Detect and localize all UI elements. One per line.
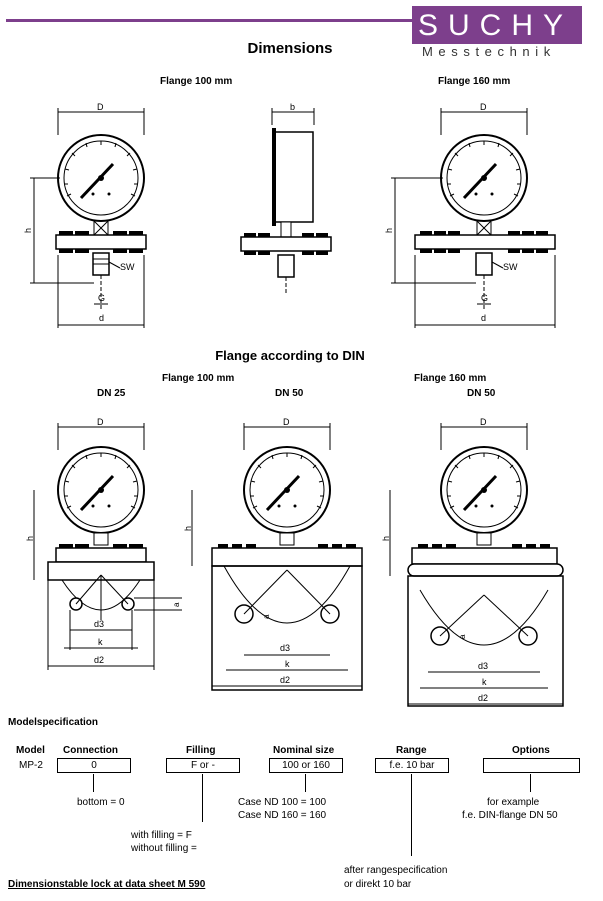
- svg-text:G: G: [481, 293, 488, 303]
- modelspec-title: Modelspecification: [8, 717, 99, 728]
- header-filling: Filling: [186, 745, 216, 756]
- note-nominal-1: Case ND 100 = 100: [238, 797, 327, 808]
- connector-nominal: [305, 774, 306, 792]
- header-nominal-size: Nominal size: [273, 745, 335, 756]
- svg-text:k: k: [285, 659, 290, 669]
- caption-flange-160: Flange 160 mm: [438, 76, 511, 87]
- svg-text:k: k: [98, 637, 103, 647]
- svg-text:a: a: [458, 634, 467, 639]
- svg-text:D: D: [97, 417, 104, 427]
- nominal-size-field[interactable]: 100 or 160: [269, 758, 343, 773]
- svg-text:h: h: [183, 526, 193, 531]
- range-field[interactable]: f.e. 10 bar: [375, 758, 449, 773]
- model-value: MP-2: [19, 760, 43, 771]
- options-field[interactable]: [483, 758, 580, 773]
- note-options-2: f.e. DIN-flange DN 50: [462, 810, 558, 821]
- header-model: Model: [16, 745, 45, 756]
- flange-technical-drawings: D d G SW h b D: [23, 102, 556, 328]
- note-filling-2: without filling =: [131, 843, 197, 854]
- note-options-1: for example: [487, 797, 540, 808]
- note-nominal-2: Case ND 160 = 160: [238, 810, 327, 821]
- svg-text:D: D: [283, 417, 290, 427]
- svg-text:a: a: [262, 614, 271, 619]
- header-rule: [6, 19, 412, 22]
- drawing-flange-160-front: D d G SW h: [384, 102, 556, 328]
- svg-text:SW: SW: [503, 262, 518, 272]
- svg-text:a: a: [172, 602, 181, 607]
- note-connection: bottom = 0: [77, 797, 125, 808]
- header-range: Range: [396, 745, 427, 756]
- filling-field[interactable]: F or -: [166, 758, 240, 773]
- svg-text:d3: d3: [94, 619, 104, 629]
- caption-dn50-b: DN 50: [467, 388, 496, 399]
- caption-dn25: DN 25: [97, 388, 126, 399]
- svg-text:D: D: [480, 102, 487, 112]
- logo-text: SUCHY: [418, 9, 574, 42]
- drawing-dn25: D d3 k d2 a h: [25, 417, 182, 670]
- page-title: Dimensions: [247, 40, 333, 57]
- svg-text:h: h: [25, 536, 35, 541]
- drawing-flange-side: b: [240, 102, 332, 295]
- drawing-flange-100-front: D d G SW h: [23, 102, 147, 328]
- svg-text:b: b: [290, 102, 295, 112]
- logo-subtext: Messtechnik: [422, 44, 556, 59]
- caption-dn50-a: DN 50: [275, 388, 304, 399]
- svg-text:h: h: [23, 228, 33, 233]
- dim-D-left: D: [97, 102, 104, 112]
- drawing-dn50-b: D a d3 k d2 h: [381, 417, 564, 707]
- svg-text:k: k: [482, 677, 487, 687]
- drawing-dn50-a: D a d3 k d2 h: [183, 417, 363, 691]
- connector-options: [530, 774, 531, 792]
- caption-din-flange-160: Flange 160 mm: [414, 373, 487, 384]
- company-logo: SUCHY Messtechnik: [412, 6, 588, 59]
- connector-range: [411, 774, 412, 856]
- datasheet-reference-link[interactable]: Dimensionstable lock at data sheet M 590: [8, 879, 206, 890]
- svg-text:d3: d3: [280, 643, 290, 653]
- connector-connection: [93, 774, 94, 792]
- note-range-1: after rangespecification: [344, 865, 448, 876]
- caption-flange-100: Flange 100 mm: [160, 76, 233, 87]
- din-flange-drawings: D d3 k d2 a h D a d3 k d2: [25, 417, 564, 707]
- svg-text:d3: d3: [478, 661, 488, 671]
- svg-text:h: h: [381, 536, 391, 541]
- connection-field[interactable]: 0: [57, 758, 131, 773]
- logo-box: SUCHY: [412, 6, 582, 44]
- svg-text:d: d: [99, 313, 104, 323]
- header-connection: Connection: [63, 745, 118, 756]
- svg-text:SW: SW: [120, 262, 135, 272]
- svg-text:d: d: [481, 313, 486, 323]
- note-filling-1: with filling = F: [131, 830, 192, 841]
- din-section-title: Flange according to DIN: [215, 348, 365, 363]
- svg-text:h: h: [384, 228, 394, 233]
- svg-text:d2: d2: [478, 693, 488, 703]
- svg-text:d2: d2: [94, 655, 104, 665]
- svg-text:d2: d2: [280, 675, 290, 685]
- note-range-2: or direkt 10 bar: [344, 879, 412, 890]
- connector-filling: [202, 774, 203, 822]
- svg-text:D: D: [480, 417, 487, 427]
- caption-din-flange-100: Flange 100 mm: [162, 373, 235, 384]
- header-options: Options: [512, 745, 550, 756]
- svg-text:G: G: [98, 293, 105, 303]
